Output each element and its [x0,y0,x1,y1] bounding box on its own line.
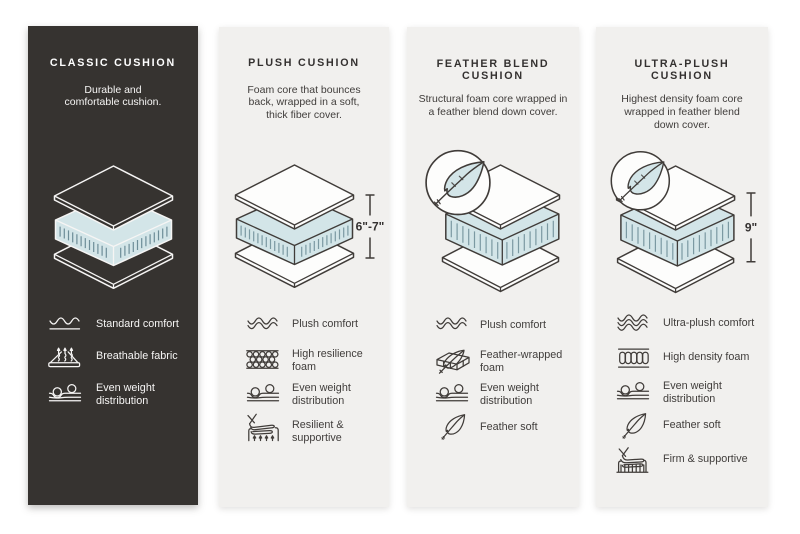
svg-text:9": 9" [745,220,757,234]
svg-text:6"-7": 6"-7" [356,220,385,234]
